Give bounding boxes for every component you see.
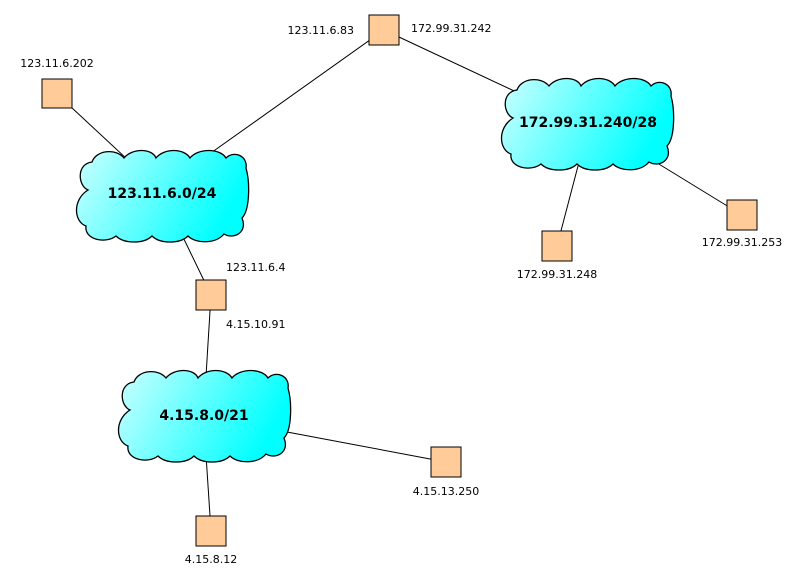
- host-icon: [430, 446, 462, 478]
- router-icon: [368, 14, 400, 46]
- host-address-label: 4.15.13.250: [413, 485, 479, 498]
- link-router-top-to-net-172: [383, 29, 528, 98]
- router-address-bottom: 4.15.10.91: [226, 318, 285, 331]
- network-label: 123.11.6.0/24: [108, 186, 217, 202]
- network-label: 4.15.8.0/21: [159, 408, 248, 424]
- router-address-right: 172.99.31.242: [411, 22, 491, 35]
- host-icon: [726, 199, 758, 231]
- host-4-15-13-250[interactable]: 4.15.13.250: [413, 446, 479, 498]
- link-net-4-to-host-250: [286, 431, 447, 463]
- host-icon: [41, 78, 73, 109]
- links: [56, 29, 743, 532]
- router-top[interactable]: 123.11.6.83 172.99.31.242: [288, 14, 492, 46]
- host-address-label: 172.99.31.248: [517, 268, 597, 281]
- host-address-label: 172.99.31.253: [702, 236, 782, 249]
- host-4-15-8-12[interactable]: 4.15.8.12: [185, 515, 237, 566]
- host-address-label: 4.15.8.12: [185, 553, 237, 566]
- host-address-label: 123.11.6.202: [20, 57, 93, 70]
- host-172-99-31-248[interactable]: 172.99.31.248: [517, 230, 597, 281]
- network-cloud-123-11-6-0[interactable]: 123.11.6.0/24: [75, 149, 250, 243]
- router-middle[interactable]: 123.11.6.4 4.15.10.91: [195, 261, 285, 331]
- network-cloud-172-99-31-240[interactable]: 172.99.31.240/28: [500, 77, 675, 171]
- link-router-top-to-net-123: [200, 29, 385, 161]
- host-123-11-6-202[interactable]: 123.11.6.202: [20, 57, 94, 109]
- router-icon: [195, 279, 227, 311]
- router-address-left: 123.11.6.83: [288, 24, 354, 37]
- router-address-top: 123.11.6.4: [226, 261, 285, 274]
- host-icon: [195, 515, 227, 547]
- network-label: 172.99.31.240/28: [519, 115, 657, 131]
- network-cloud-4-15-8-0[interactable]: 4.15.8.0/21: [117, 369, 292, 463]
- host-172-99-31-253[interactable]: 172.99.31.253: [702, 199, 782, 249]
- host-icon: [541, 230, 573, 262]
